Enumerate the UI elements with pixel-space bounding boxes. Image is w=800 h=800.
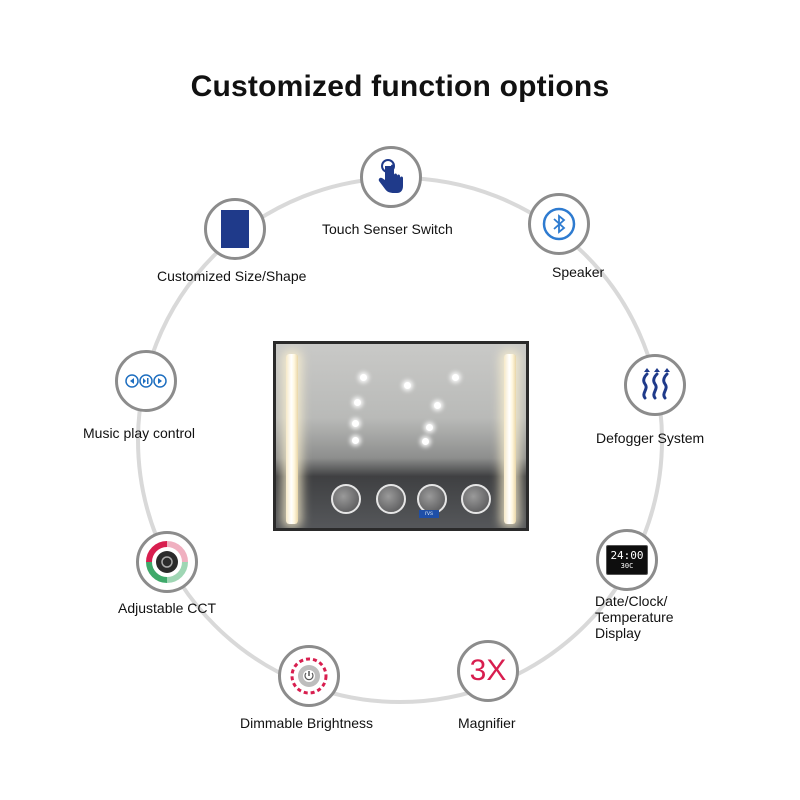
dimmer-icon xyxy=(290,657,328,695)
magnifier-node: 3X xyxy=(457,640,519,702)
ceiling-light xyxy=(422,438,429,445)
mirror-display: rvs xyxy=(419,510,439,518)
defogger-node xyxy=(624,354,686,416)
shape-node xyxy=(204,198,266,260)
music-controls-icon xyxy=(125,374,167,388)
display-time: 24:00 xyxy=(610,548,644,562)
ceiling-light xyxy=(434,402,441,409)
ceiling-light xyxy=(354,399,361,406)
cct-node xyxy=(136,531,198,593)
heat-waves-icon xyxy=(642,368,670,400)
ceiling-light xyxy=(404,382,411,389)
led-strip-right xyxy=(504,354,516,524)
dimmer-node xyxy=(278,645,340,707)
rectangle-shape-icon xyxy=(221,210,249,248)
ceiling-light xyxy=(352,420,359,427)
vanity-mirror xyxy=(376,484,406,514)
music-node xyxy=(115,350,177,412)
led-strip-left xyxy=(286,354,298,524)
feature-label-speaker: Speaker xyxy=(552,264,605,280)
speaker-node xyxy=(528,193,590,255)
ceiling-light xyxy=(352,437,359,444)
feature-label-cct: Adjustable CCT xyxy=(118,600,217,616)
feature-label-dimmer: Dimmable Brightness xyxy=(240,715,374,731)
color-temperature-dial-icon xyxy=(146,541,188,583)
display-node: 24:00 30C xyxy=(596,529,658,591)
feature-label-touch: Touch Senser Switch xyxy=(322,221,453,237)
feature-label-defogger: Defogger System xyxy=(596,430,705,446)
lcd-display-icon: 24:00 30C xyxy=(606,545,648,575)
touch-hand-icon xyxy=(378,159,403,193)
feature-label-music: Music play control xyxy=(83,425,196,441)
led-mirror-photo: rvs xyxy=(273,341,529,531)
vanity-mirror xyxy=(331,484,361,514)
ceiling-light xyxy=(360,374,367,381)
vanity-mirror xyxy=(461,484,491,514)
feature-label-magnifier: Magnifier xyxy=(458,715,516,731)
magnifier-icon: 3X xyxy=(469,654,507,687)
feature-label-display: Date/Clock/ Temperature Display xyxy=(595,593,674,641)
ceiling-light xyxy=(452,374,459,381)
ceiling-light xyxy=(426,424,433,431)
touch-switch-node xyxy=(360,146,422,208)
feature-label-shape: Customized Size/Shape xyxy=(157,268,307,284)
bluetooth-icon xyxy=(542,207,576,241)
display-temp: 30C xyxy=(620,561,634,570)
page-title: Customized function options xyxy=(190,70,610,103)
